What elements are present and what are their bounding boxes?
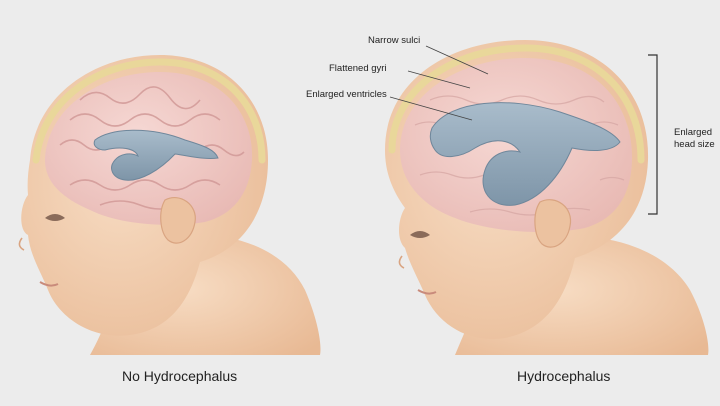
callout-lines [389, 45, 489, 121]
normal-ventricles [93, 129, 219, 181]
hydro-skull [388, 44, 645, 164]
hydro-infant-nose [398, 255, 405, 269]
normal-infant-figure [18, 55, 321, 355]
normal-infant-nose [18, 237, 25, 251]
enlarged-ventricles-leader [389, 96, 473, 121]
label-enlarged-head-size: Enlarged head size [674, 127, 715, 151]
label-flattened-gyri: Flattened gyri [329, 63, 387, 74]
label-enlarged-ventricles: Enlarged ventricles [306, 89, 387, 100]
hydrocephalus-infant-figure [385, 40, 709, 355]
normal-infant-mouth [39, 281, 59, 287]
caption-no-hydrocephalus: No Hydrocephalus [122, 368, 238, 384]
hydro-enlarged-ventricles [429, 102, 621, 206]
caption-hydrocephalus: Hydrocephalus [517, 368, 611, 384]
label-enlarged-head-size-line2: head size [674, 139, 715, 150]
hydro-infant-mouth [417, 289, 437, 295]
hydro-infant-ear [534, 199, 572, 248]
flattened-gyri-leader [407, 70, 471, 89]
narrow-sulci-leader [425, 45, 489, 75]
label-enlarged-head-size-line1: Enlarged [674, 127, 713, 138]
normal-skull [32, 58, 266, 164]
normal-infant-eye [45, 214, 65, 221]
normal-gyri [59, 86, 245, 210]
label-narrow-sulci: Narrow sulci [368, 35, 421, 46]
hydro-infant-eye [410, 231, 430, 238]
head-size-bracket [648, 54, 658, 215]
normal-infant-ear [160, 197, 196, 244]
